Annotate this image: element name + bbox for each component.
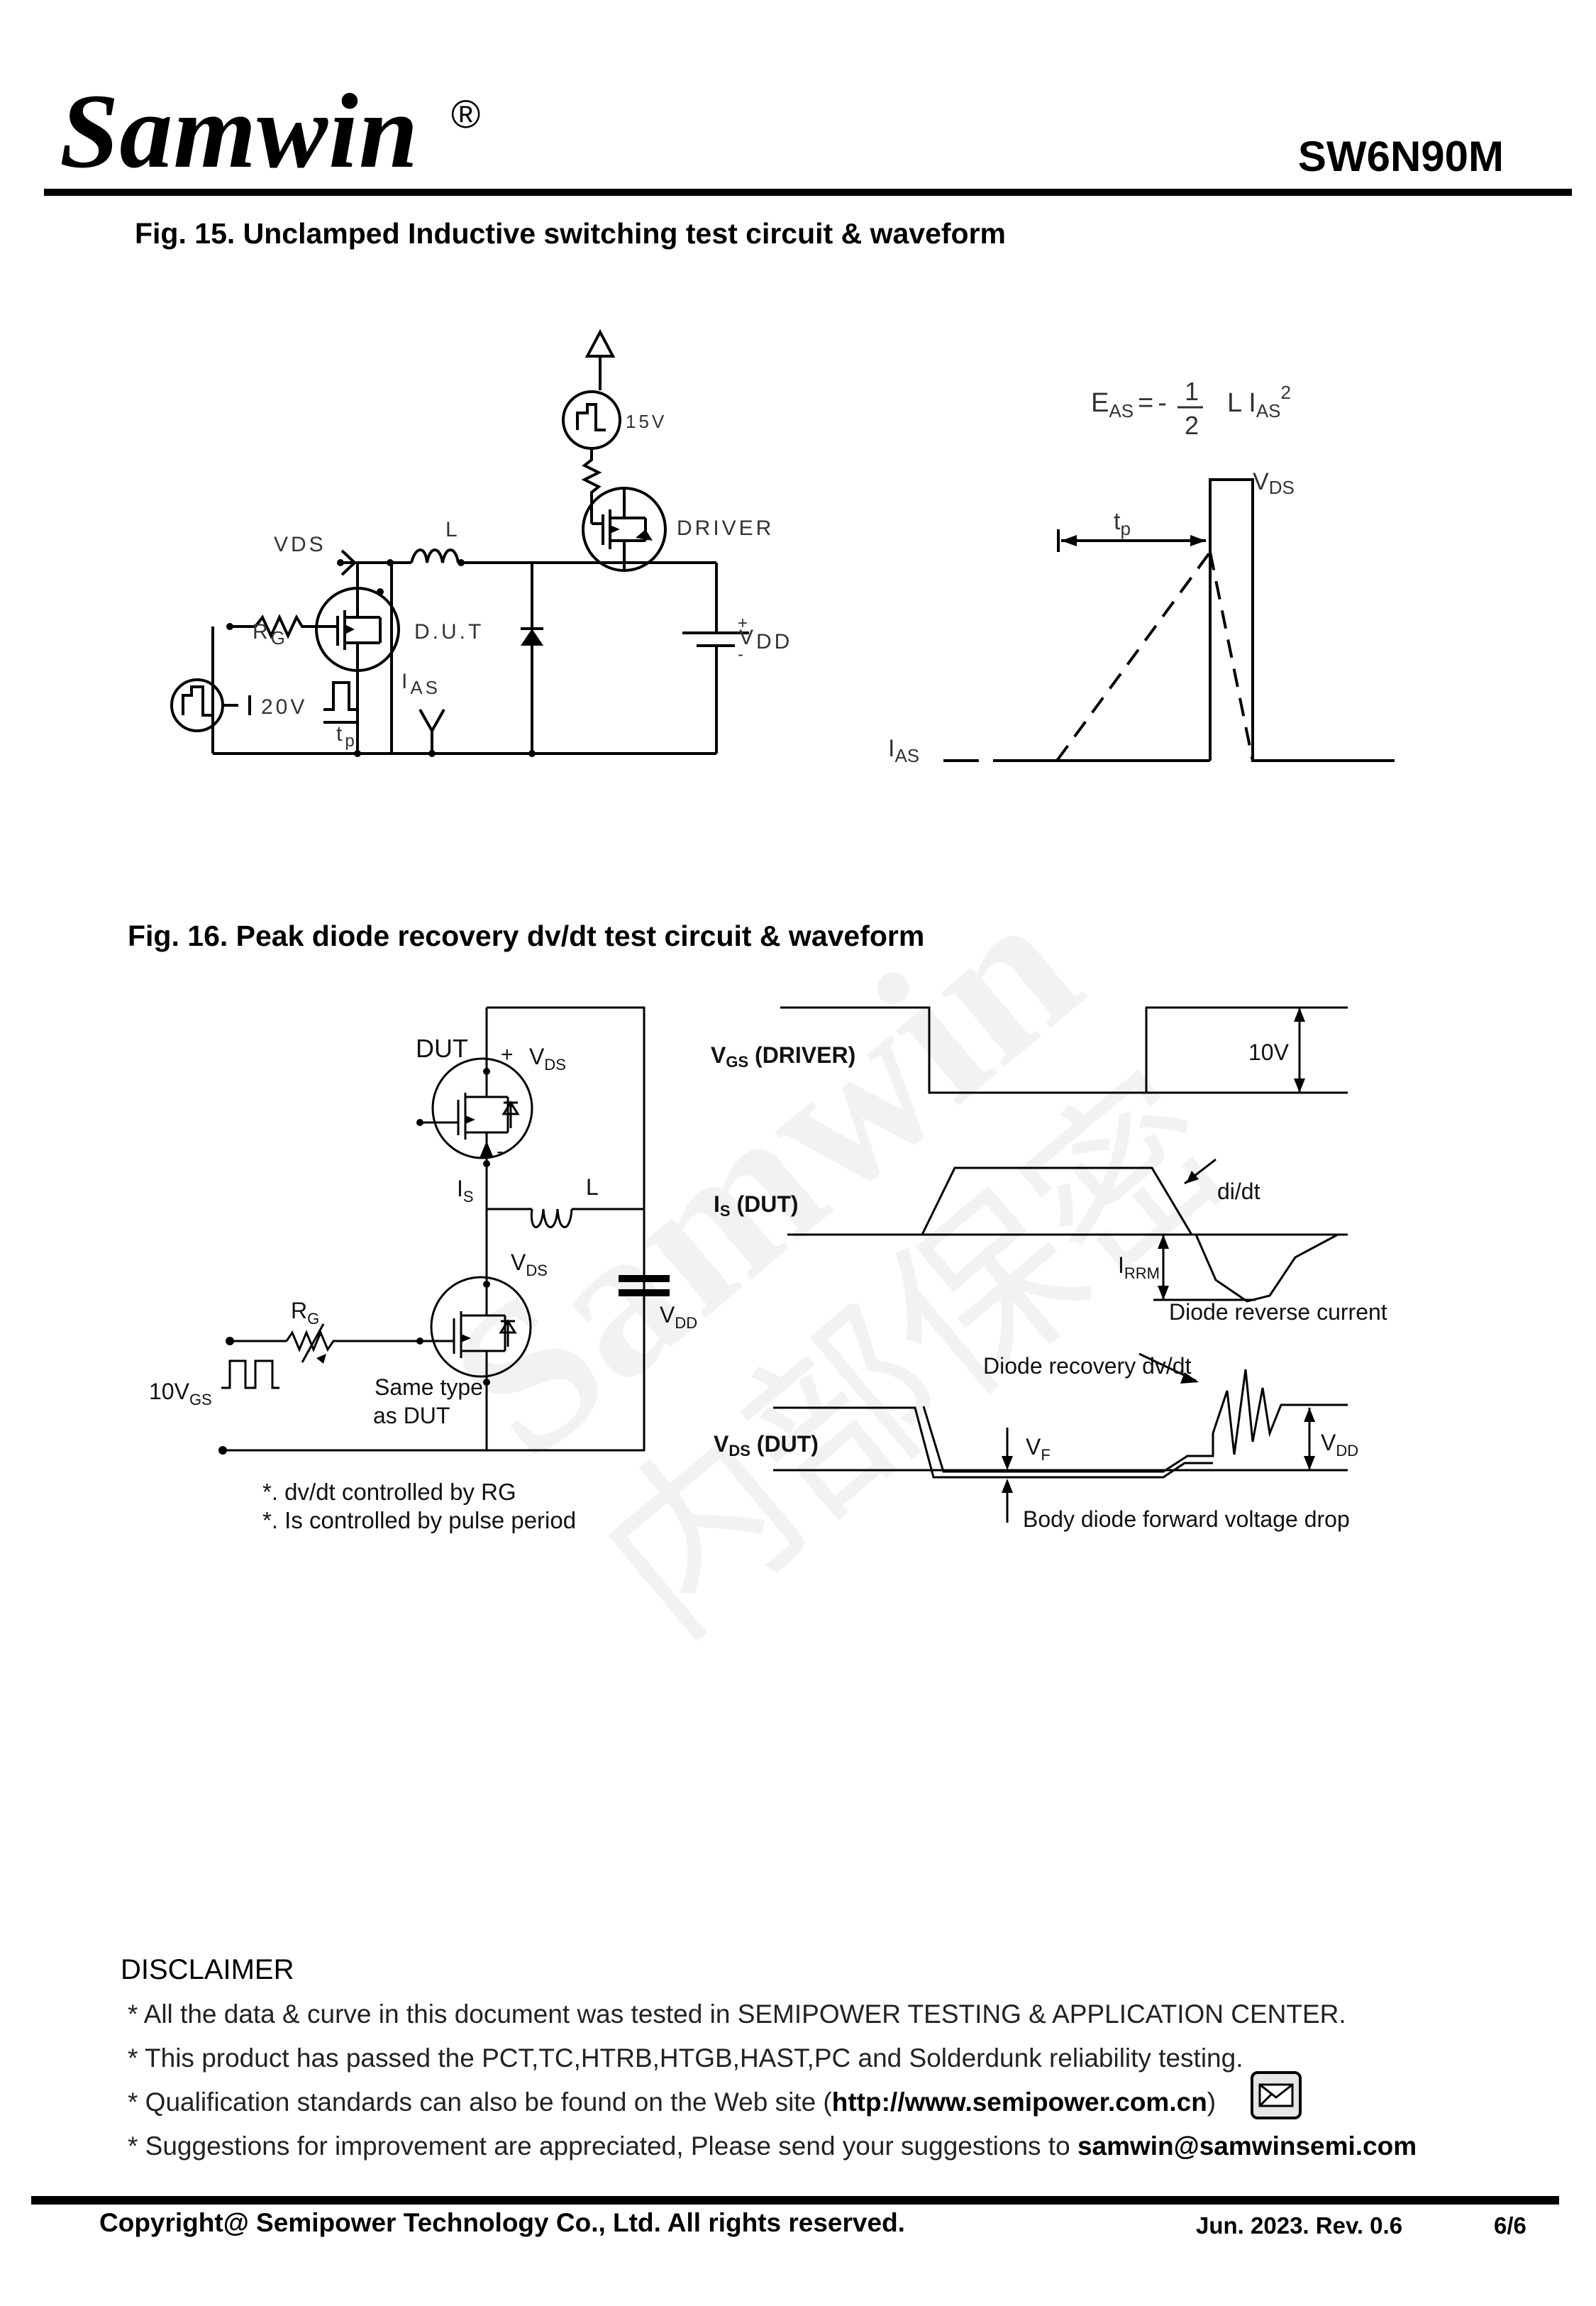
email-link[interactable]: samwin@samwinsemi.com xyxy=(1077,2131,1417,2161)
mail-icon[interactable] xyxy=(1250,2070,1302,2120)
fig15-vds-label: VDS xyxy=(274,533,326,556)
wave-body-diode: Body diode forward voltage drop xyxy=(1023,1506,1350,1532)
fig15-l-label: L xyxy=(445,518,460,541)
fig15-vdd-minus: - xyxy=(738,645,746,664)
fig15-vdd-label: VDD xyxy=(739,626,792,653)
fig16-minus: - xyxy=(497,1140,504,1163)
fig16-circuit: DUT + - VDS IS L VDS RG VDD 10VGS Same t… xyxy=(149,1006,697,1533)
footer-rule xyxy=(31,2196,1559,2205)
eas-numerator: 1 xyxy=(1185,377,1199,406)
fig16-title: Fig. 16. Peak diode recovery dv/dt test … xyxy=(128,920,925,952)
wave-didt-label: di/dt xyxy=(1217,1179,1260,1204)
fig15-title: Fig. 15. Unclamped Inductive switching t… xyxy=(135,217,1006,250)
wave-tp-label: tp xyxy=(1114,508,1131,539)
date-revision: Jun. 2023. Rev. 0.6 xyxy=(1196,2212,1403,2239)
wave-is-label: IS (DUT) xyxy=(714,1191,799,1220)
fig16-10vgs-label: 10VGS xyxy=(149,1379,212,1408)
eas-lias: L IAS2 xyxy=(1227,382,1291,421)
fig15-rg-label: RG xyxy=(253,620,288,649)
fig16-sametype-1: Same type xyxy=(375,1374,483,1400)
fig15-vdd-plus: + xyxy=(738,614,750,633)
fig16-vds-top: VDS xyxy=(529,1044,566,1074)
eas-formula: EAS=- xyxy=(1091,388,1167,421)
wave-vds-label: VDS (DUT) xyxy=(714,1431,819,1460)
brand-logo: Samwin xyxy=(60,72,419,190)
wave-diode-reverse: Diode reverse current xyxy=(1169,1299,1387,1325)
fig16-sametype-2: as DUT xyxy=(373,1403,450,1428)
disclaimer-line-4: * Suggestions for improvement are apprec… xyxy=(128,2131,1417,2161)
fig15-15v-label: 15V xyxy=(626,411,667,432)
wave-irrm-label: IRRM xyxy=(1118,1252,1160,1282)
wave-ias-label: IAS xyxy=(888,735,919,766)
fig15-tp-label: tp xyxy=(336,722,358,751)
wave-10v-label: 10V xyxy=(1248,1039,1290,1065)
disclaimer-line-2: * This product has passed the PCT,TC,HTR… xyxy=(128,2043,1243,2073)
disclaimer-heading: DISCLAIMER xyxy=(121,1954,294,1985)
part-number: SW6N90M xyxy=(1297,133,1504,180)
disclaimer-line-3: * Qualification standards can also be fo… xyxy=(128,2087,1217,2117)
fig16-note-1: *. dv/dt controlled by RG xyxy=(262,1479,516,1505)
fig16-l-label: L xyxy=(586,1174,599,1200)
fig15-20v-label: 20V xyxy=(261,695,307,719)
header-rule xyxy=(44,189,1572,196)
fig16-vds-mid: VDS xyxy=(511,1249,548,1279)
copyright: Copyright@ Semipower Technology Co., Ltd… xyxy=(99,2208,905,2237)
wave-vdd-label: VDD xyxy=(1321,1430,1358,1460)
fig16-is-label: IS xyxy=(457,1176,474,1206)
page-number: 6/6 xyxy=(1494,2212,1526,2239)
fig16-plus: + xyxy=(501,1043,514,1066)
wave-vf-label: VF xyxy=(1026,1434,1051,1464)
fig15-driver-label: DRIVER xyxy=(677,517,774,540)
fig16-dut-label: DUT xyxy=(416,1034,468,1063)
fig15-dut-label: D.U.T xyxy=(414,620,484,644)
fig16-vdd-label: VDD xyxy=(660,1302,697,1332)
fig16-rg-label: RG xyxy=(291,1298,319,1328)
disclaimer-line-1: * All the data & curve in this document … xyxy=(128,1999,1346,2029)
fig15-ias-label: IAS xyxy=(401,670,440,698)
fig15-circuit: VDS L RG D.U.T IAS 20V tp 15V DRIVER VDD… xyxy=(170,329,792,757)
fig16-note-2: *. Is controlled by pulse period xyxy=(262,1507,576,1533)
fig16-waveform: VGS (DRIVER) 10V IS (DUT) di/dt IRRM Dio… xyxy=(711,1006,1387,1532)
registered-mark: ® xyxy=(451,92,481,136)
wave-vgs-label: VGS (DRIVER) xyxy=(711,1042,855,1071)
wave-vds-label: VDS xyxy=(1253,468,1295,498)
wave-diode-recovery: Diode recovery dv/dt xyxy=(983,1353,1192,1379)
website-link[interactable]: http://www.semipower.com.cn xyxy=(831,2087,1207,2117)
eas-denominator: 2 xyxy=(1185,411,1199,440)
fig15-waveform: EAS=- 1 2 L IAS2 VDS tp IAS xyxy=(888,377,1395,766)
